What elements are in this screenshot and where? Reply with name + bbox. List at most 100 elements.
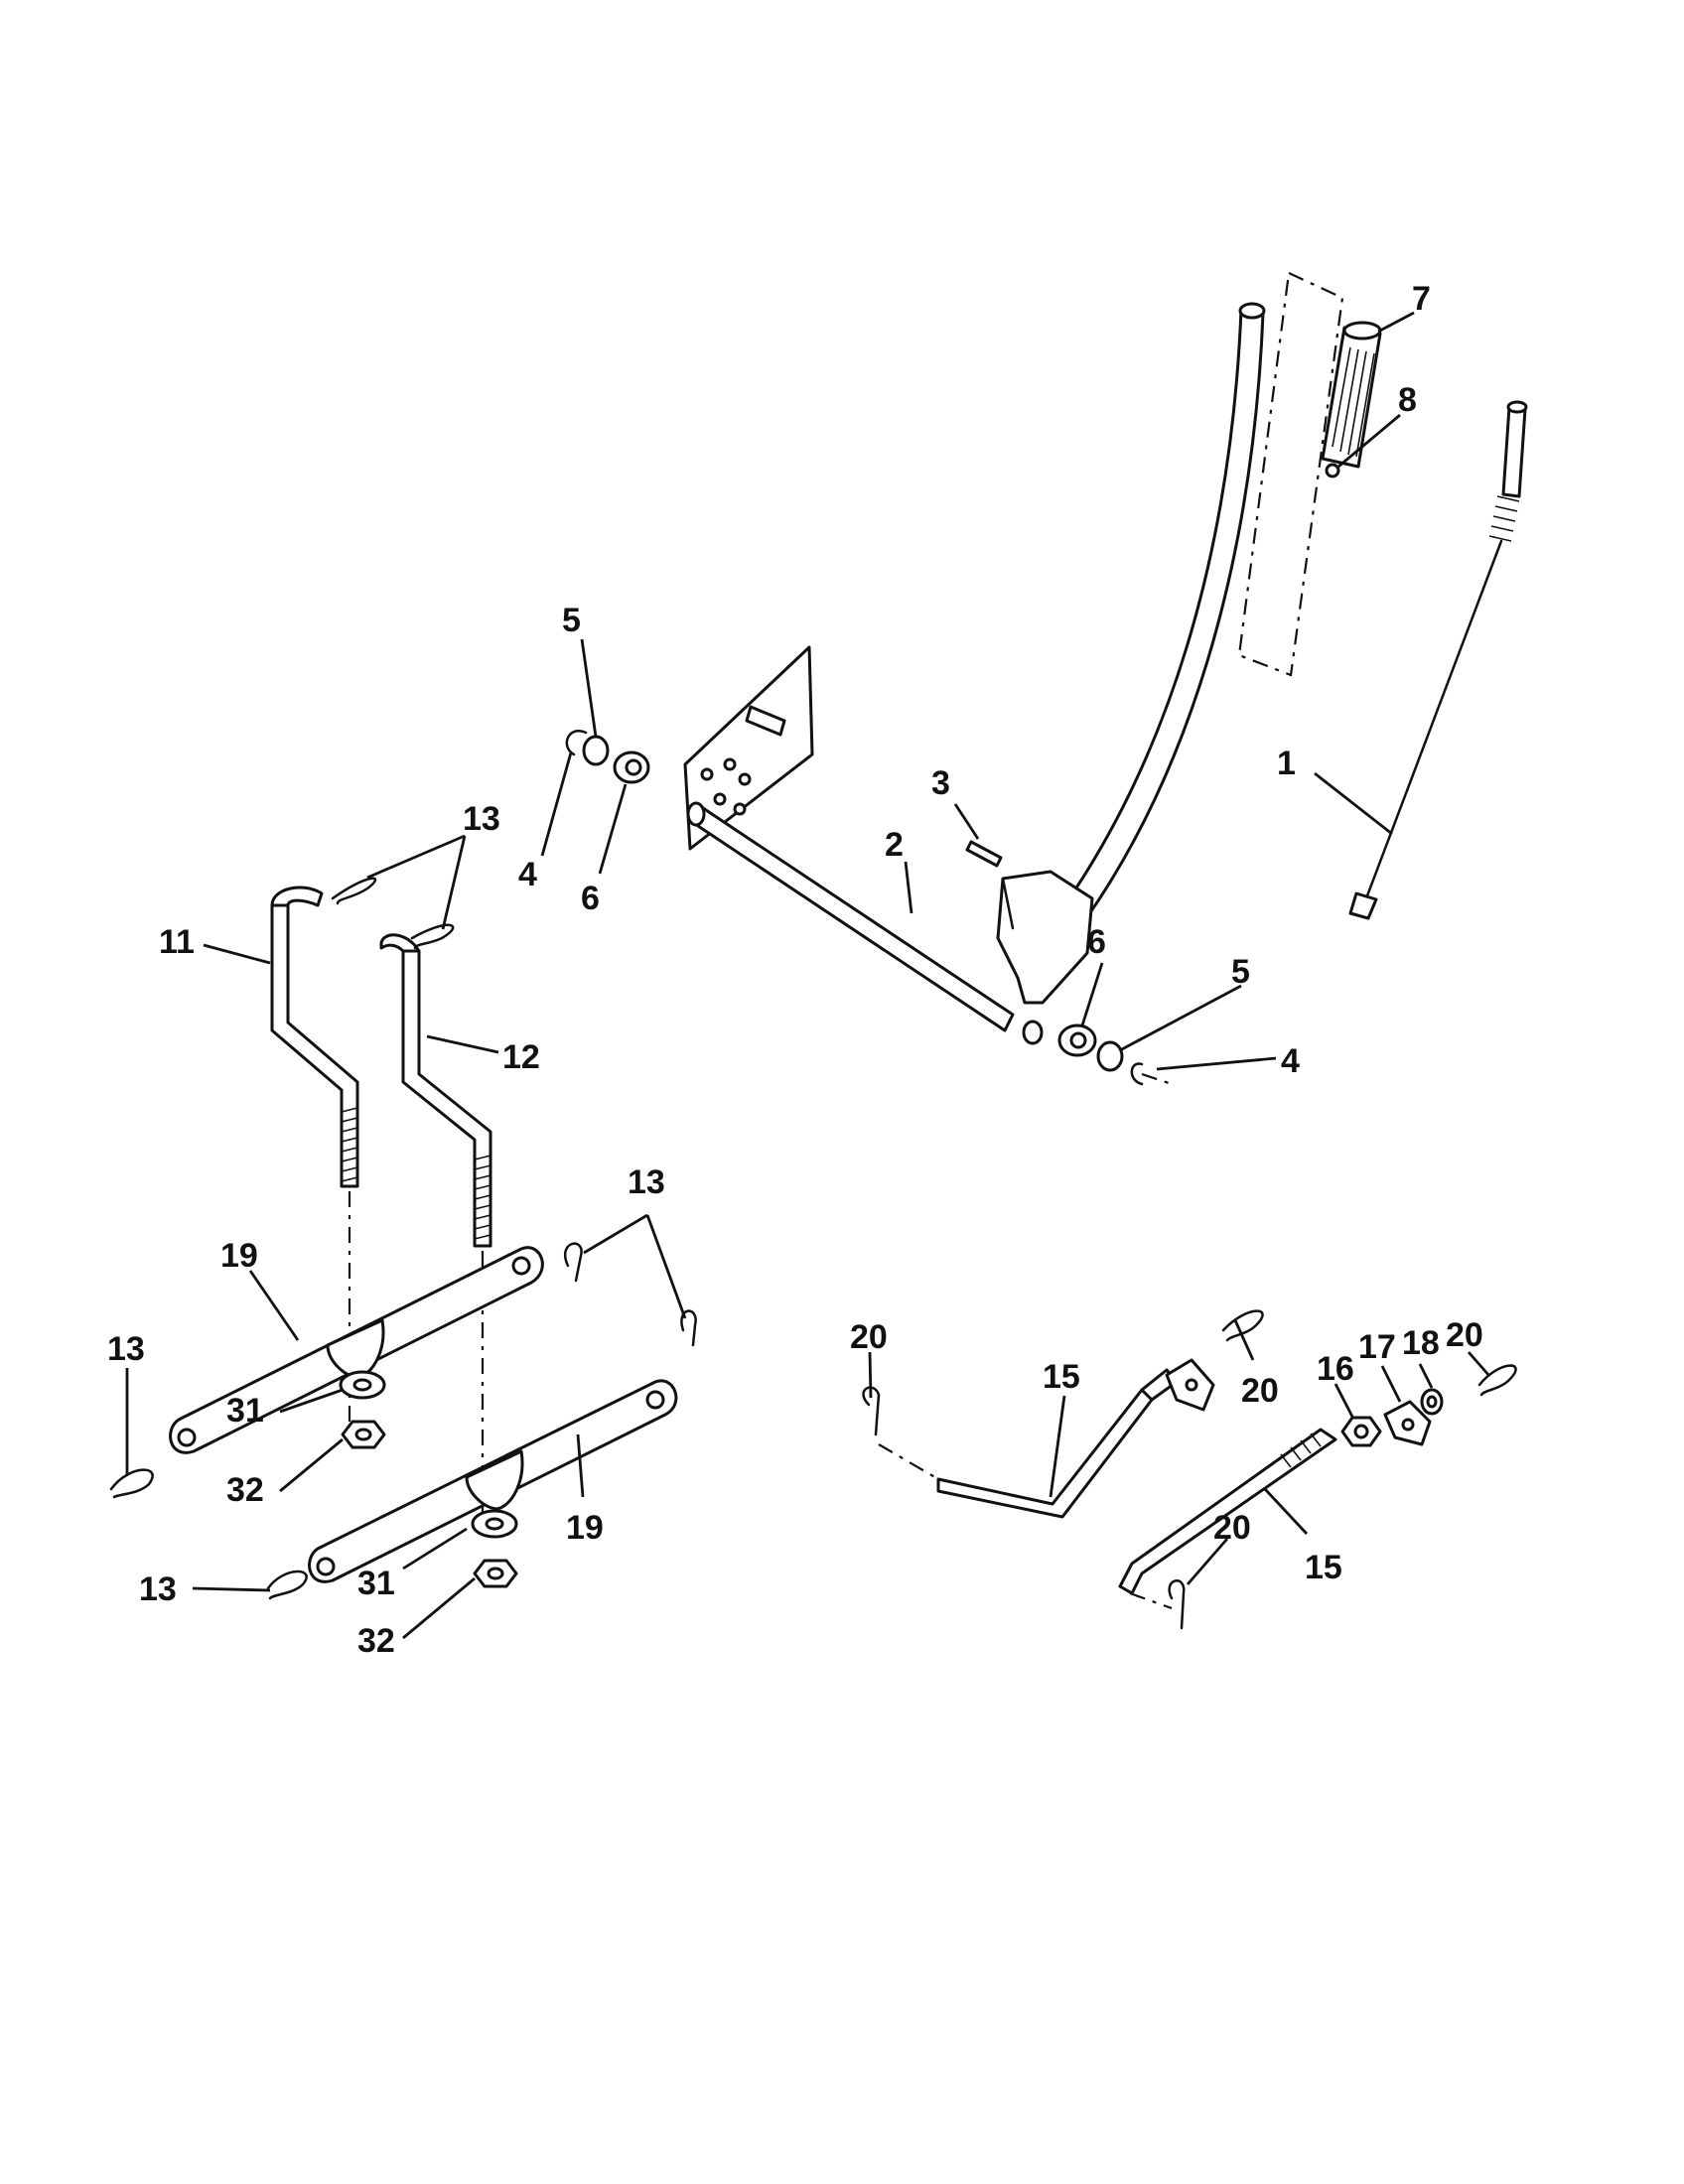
leader-13b	[583, 1213, 687, 1319]
leader-15a	[1049, 1395, 1066, 1498]
callout-6b: 6	[1087, 923, 1106, 961]
leader-31a	[279, 1388, 344, 1414]
callout-7: 7	[1412, 280, 1431, 318]
link-rod-left	[270, 886, 359, 1188]
cross-shaft	[690, 804, 1015, 1032]
spacer-bushing-upper	[339, 1370, 386, 1400]
leader-5a	[580, 638, 598, 738]
hex-nut-upper	[341, 1420, 386, 1449]
hairpin-clip-9	[1477, 1364, 1517, 1397]
washer-left	[582, 735, 610, 766]
callout-20b: 20	[1241, 1372, 1279, 1410]
hairpin-clip-2	[410, 923, 455, 950]
leader-31b	[402, 1527, 468, 1570]
callout-32a: 32	[226, 1471, 264, 1509]
callout-19a: 19	[220, 1237, 258, 1275]
callout-13a: 13	[463, 800, 500, 838]
hairpin-clip-4	[680, 1309, 697, 1347]
callout-17: 17	[1358, 1328, 1396, 1366]
hairpin-clip-7	[862, 1386, 881, 1436]
callout-20c: 20	[1446, 1316, 1483, 1354]
callout-15a: 15	[1043, 1358, 1080, 1396]
callout-12: 12	[502, 1038, 540, 1076]
pin	[965, 840, 1003, 868]
callout-1: 1	[1277, 745, 1296, 782]
callout-16: 16	[1317, 1350, 1354, 1388]
leader-13a	[366, 834, 467, 930]
leader-4a	[540, 751, 573, 857]
leader-17	[1380, 1365, 1402, 1403]
leader-32a	[279, 1437, 344, 1493]
spacer-bushing-lower	[471, 1509, 518, 1539]
lift-link-upper	[169, 1246, 544, 1454]
adjuster-block	[1383, 1400, 1432, 1446]
retainer-clip-right	[1130, 1062, 1144, 1086]
lift-rod	[1348, 400, 1528, 920]
callout-19b: 19	[566, 1509, 604, 1547]
callout-4b: 4	[1281, 1042, 1300, 1080]
hairpin-clip-10	[1168, 1579, 1186, 1630]
callout-8: 8	[1398, 381, 1417, 419]
leader-5b	[1119, 984, 1242, 1052]
cross-shaft-end-right	[1022, 1020, 1044, 1045]
callout-18: 18	[1402, 1324, 1440, 1362]
bushing-right-inner	[1069, 1031, 1087, 1049]
handle-button	[1325, 463, 1340, 478]
callout-11: 11	[159, 923, 195, 961]
callout-31a: 31	[226, 1392, 264, 1430]
adjuster-nut	[1340, 1416, 1382, 1447]
hairpin-clip-8	[1221, 1309, 1264, 1342]
hex-nut-lower	[473, 1559, 518, 1588]
hairpin-clip-1	[331, 877, 377, 905]
leader-15b	[1263, 1488, 1309, 1535]
handle-extension-outline	[1237, 271, 1344, 677]
retainer-clip-left	[565, 730, 588, 756]
hairpin-clip-5	[109, 1468, 154, 1499]
callout-13b: 13	[628, 1163, 665, 1201]
callout-32b: 32	[357, 1622, 395, 1660]
callout-3: 3	[931, 764, 950, 802]
callout-31b: 31	[357, 1565, 395, 1602]
callout-4a: 4	[518, 856, 537, 893]
leader-6a	[598, 783, 628, 875]
callout-5a: 5	[562, 602, 581, 639]
washer-right	[1096, 1040, 1124, 1072]
leader-20a	[868, 1351, 873, 1399]
callout-15b: 15	[1305, 1549, 1342, 1586]
pivot-bracket	[683, 645, 814, 851]
adjustment-block-upper	[1165, 1358, 1215, 1412]
leader-3	[953, 803, 980, 840]
leader-2	[904, 861, 913, 914]
lift-lever-handle	[996, 302, 1266, 1005]
leader-18	[1418, 1363, 1434, 1389]
leader-19a	[248, 1270, 300, 1341]
callout-20d: 20	[1213, 1509, 1251, 1547]
leader-6b	[1080, 962, 1104, 1026]
leader-1	[1314, 771, 1393, 836]
leader-20b	[1233, 1319, 1255, 1361]
leader-32b	[402, 1576, 476, 1640]
link-rod-right	[379, 933, 492, 1248]
callout-13c: 13	[107, 1330, 145, 1368]
leader-19b	[576, 1433, 585, 1498]
leader-12	[426, 1034, 499, 1054]
hairpin-clip-6	[266, 1570, 308, 1600]
lock-nut	[1420, 1388, 1444, 1416]
leader-7	[1377, 311, 1415, 334]
leader-16	[1333, 1383, 1354, 1418]
callout-20a: 20	[850, 1318, 888, 1356]
leader-20c	[1467, 1351, 1491, 1377]
cross-shaft-end	[686, 801, 706, 827]
bushing-left-inner	[625, 758, 642, 776]
handle-grip	[1321, 321, 1382, 469]
callout-5b: 5	[1231, 953, 1250, 991]
leader-8	[1337, 413, 1401, 469]
hairpin-clip-3	[564, 1242, 583, 1283]
callout-13d: 13	[139, 1570, 177, 1608]
leader-20d	[1186, 1538, 1229, 1585]
leader-11	[203, 943, 271, 965]
callout-6a: 6	[581, 880, 600, 917]
leader-4b	[1156, 1056, 1277, 1071]
lift-link-lower	[308, 1379, 678, 1583]
